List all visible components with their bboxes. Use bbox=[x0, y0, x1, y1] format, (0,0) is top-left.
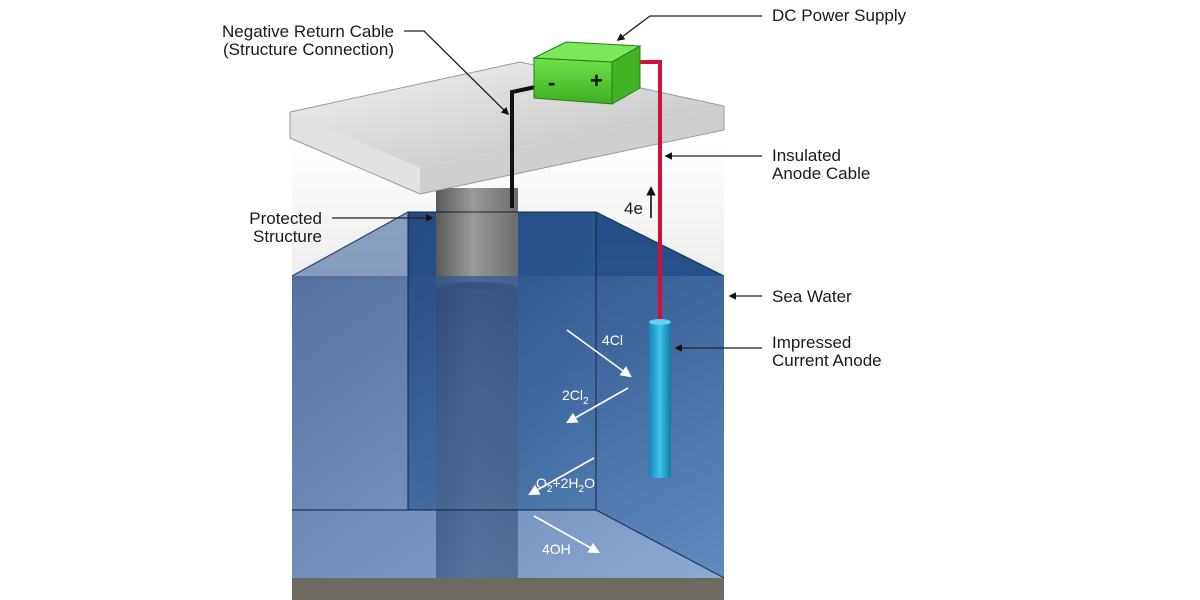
insulated-anode-cable bbox=[634, 60, 662, 322]
tank-floor bbox=[292, 578, 724, 600]
label-insulated: Insulated bbox=[772, 146, 841, 165]
deck-outline bbox=[289, 61, 725, 195]
dc-power-supply-battery: - + bbox=[532, 41, 642, 105]
label-current-anode: Current Anode bbox=[772, 351, 882, 370]
label-protected: Protected bbox=[249, 209, 322, 228]
deck-left bbox=[290, 112, 420, 194]
label-sea-water: Sea Water bbox=[772, 287, 852, 306]
electron-flow-label: 4e bbox=[624, 199, 643, 218]
reaction-label-oxygen-water: O2+2H2O bbox=[536, 475, 595, 495]
reaction-arrow-1 bbox=[566, 329, 632, 378]
label-structure: Structure bbox=[253, 227, 322, 246]
water-front-face bbox=[292, 276, 724, 578]
battery-negative-terminal: - bbox=[548, 70, 555, 95]
deck-front bbox=[420, 106, 724, 194]
reaction-arrow-2 bbox=[566, 387, 629, 424]
label-impressed: Impressed bbox=[772, 333, 851, 352]
reaction-label-chloride: 4Cl bbox=[602, 332, 623, 348]
negative-return-cable bbox=[510, 84, 541, 208]
reaction-label-chlorine: 2Cl2 bbox=[562, 387, 589, 407]
leader-dc-power-supply bbox=[616, 15, 762, 41]
label-structure-connection: (Structure Connection) bbox=[223, 40, 394, 59]
label-anode-cable: Anode Cable bbox=[772, 164, 870, 183]
label-dc-power-supply: DC Power Supply bbox=[772, 6, 907, 25]
pile-above-water bbox=[436, 188, 518, 288]
reaction-label-hydroxide: 4OH bbox=[542, 541, 571, 557]
reaction-arrow-3 bbox=[528, 457, 595, 496]
leader-negative-return bbox=[404, 30, 510, 116]
impressed-current-anode bbox=[649, 319, 671, 478]
label-negative-return-cable: Negative Return Cable bbox=[222, 22, 394, 41]
battery-positive-terminal: + bbox=[590, 68, 603, 93]
reaction-arrow-4 bbox=[533, 515, 600, 554]
